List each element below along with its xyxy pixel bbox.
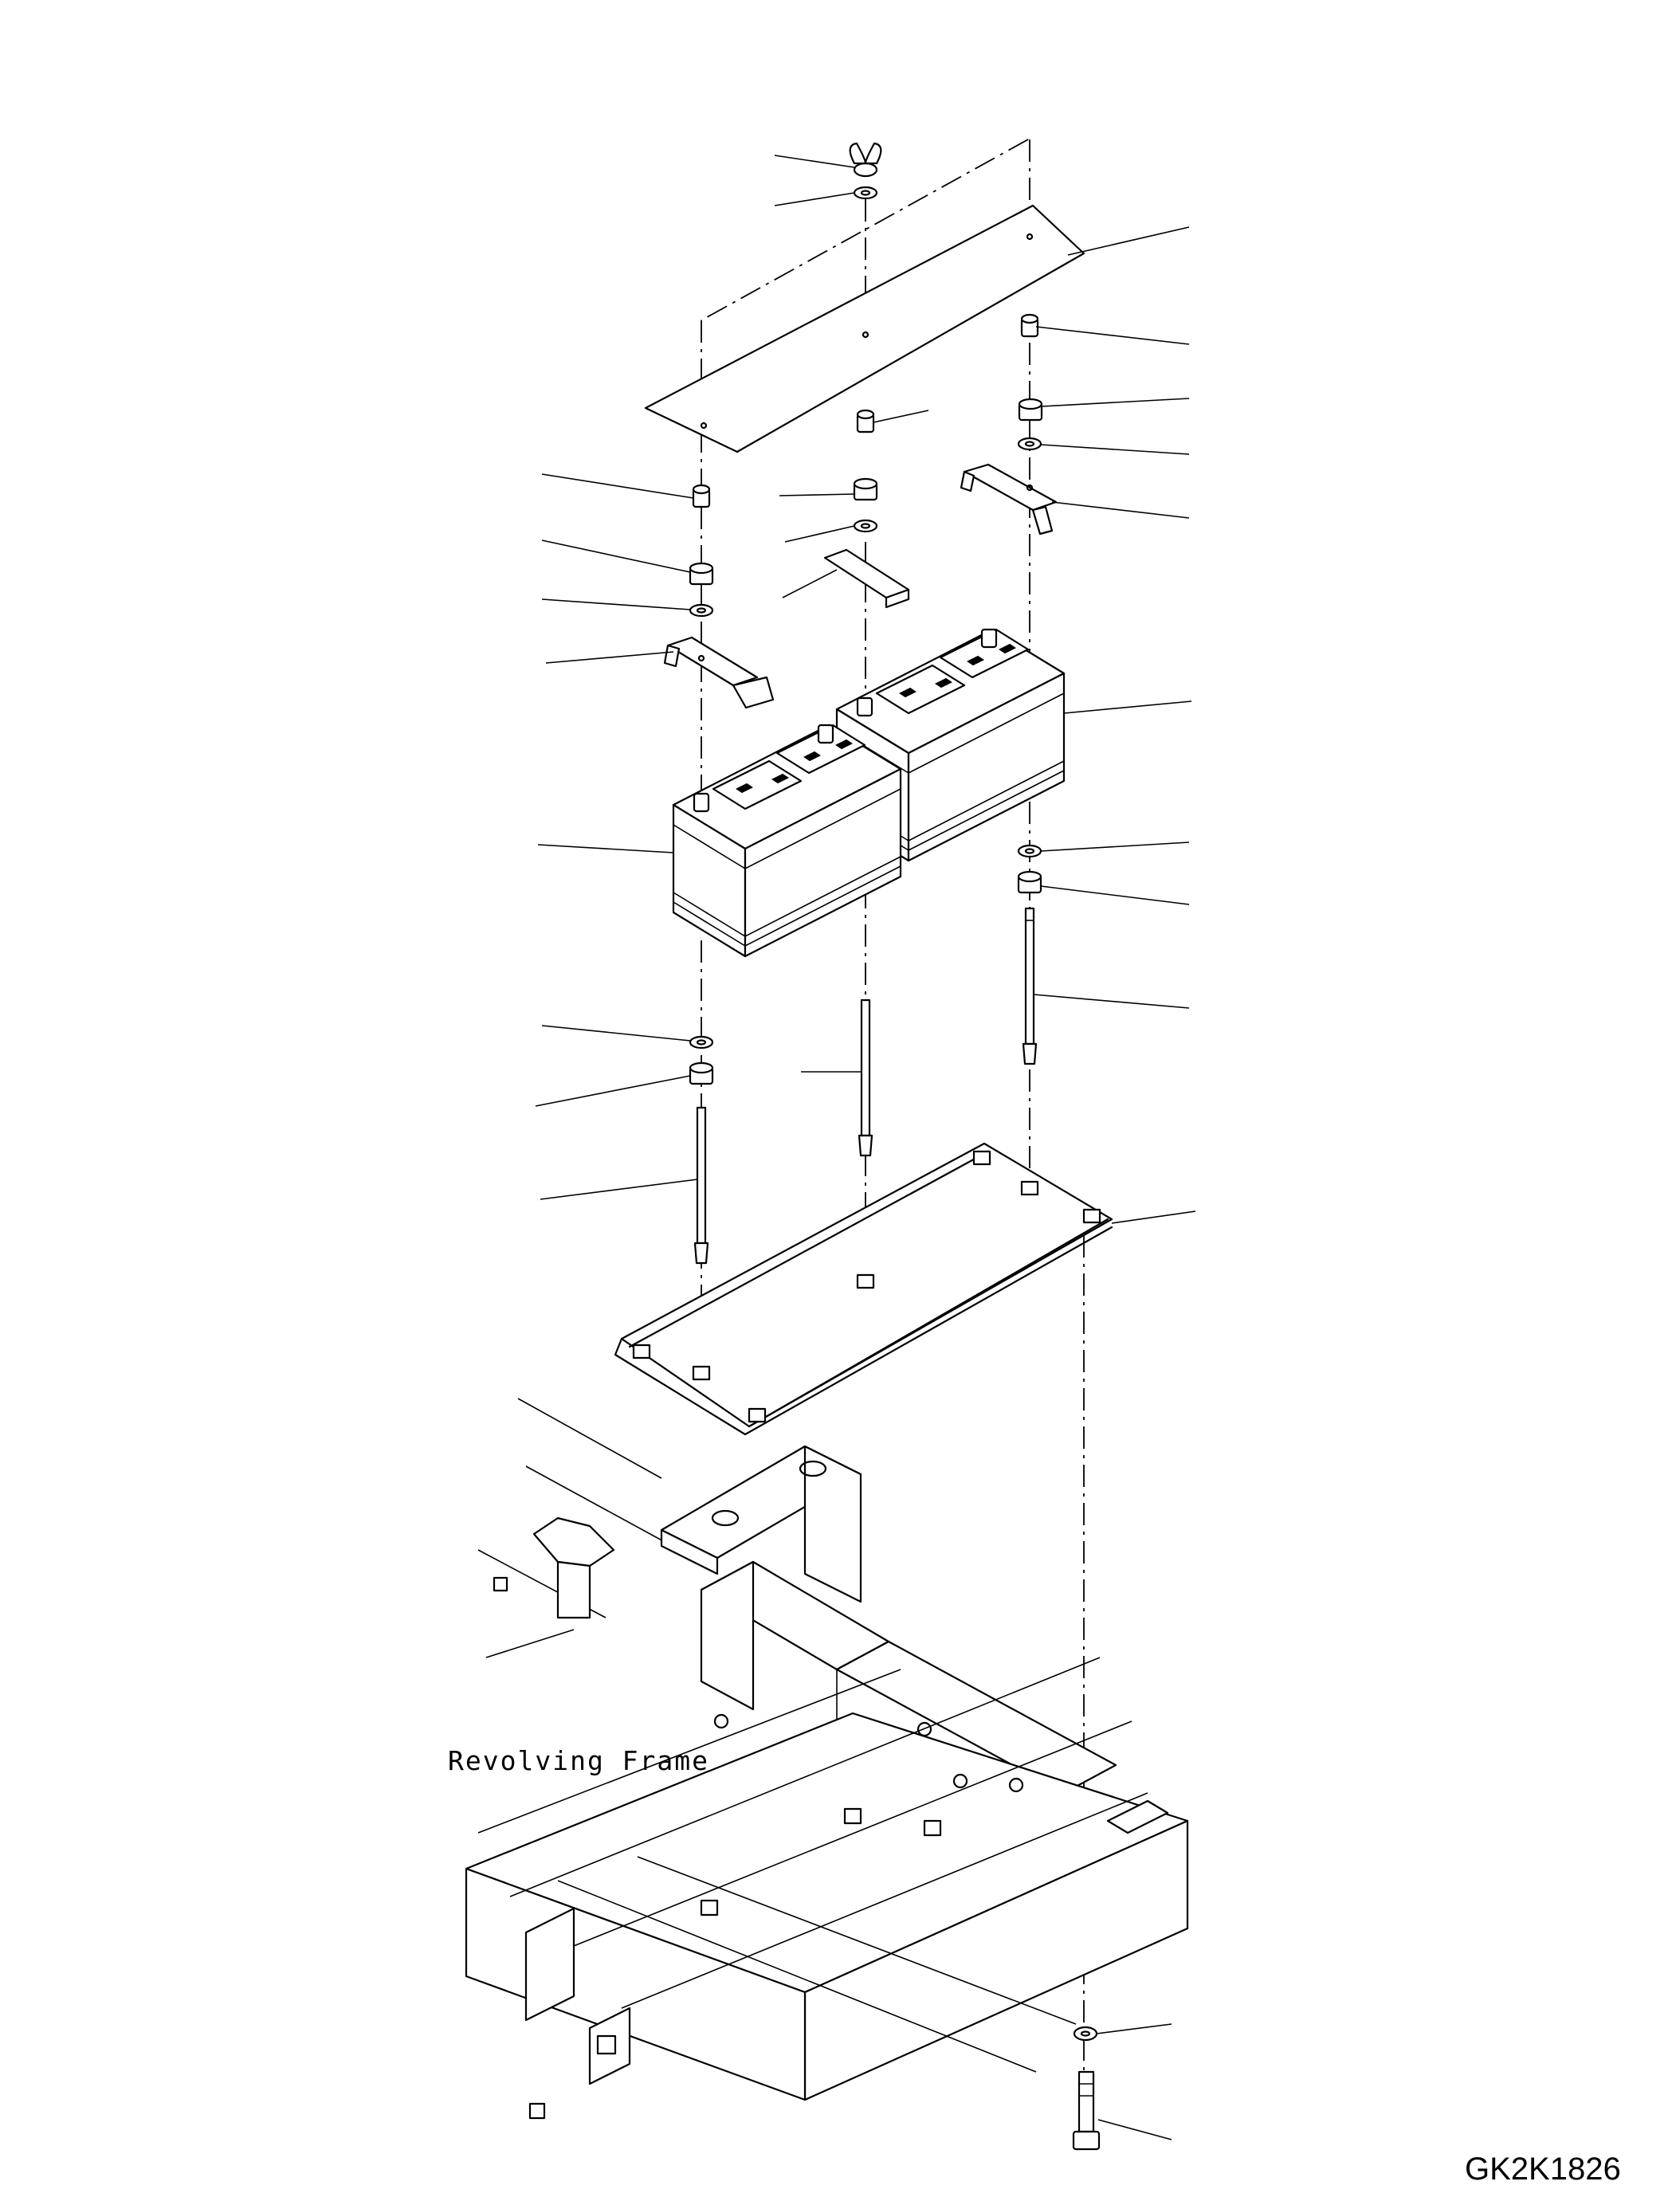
- nut-right-lower: [1017, 870, 1042, 894]
- battery-left: [672, 724, 902, 958]
- spacer-left-upper: [692, 484, 711, 508]
- revolving-frame-label: Revolving Frame: [448, 1745, 710, 1776]
- drawing-number: GK2K1826: [1465, 2152, 1621, 2187]
- leader-lines: [535, 155, 1196, 2140]
- j-bolt-right: [1022, 907, 1038, 1065]
- j-bolt-left: [693, 1106, 709, 1265]
- j-bolt-center: [858, 998, 873, 1157]
- washer-bottom: [1073, 2026, 1098, 2042]
- battery-tray: [614, 1142, 1113, 1436]
- hold-down-bracket-left: [663, 636, 775, 709]
- washer-top: [853, 186, 878, 200]
- washer-left-lower: [689, 1035, 714, 1049]
- wing-nut: [849, 142, 882, 178]
- nut-left-upper: [689, 562, 714, 586]
- battery-cover-plate: [644, 204, 1085, 453]
- revolving-frame: [465, 1398, 1189, 2120]
- center-retainer-bar: [823, 548, 910, 609]
- hold-down-bracket-right: [960, 463, 1058, 536]
- nut-left-lower: [689, 1061, 714, 1085]
- washer-right-upper: [1017, 437, 1042, 451]
- nut-center-upper: [853, 477, 878, 501]
- washer-center-upper: [853, 519, 878, 533]
- washer-left-upper: [689, 603, 714, 618]
- spacer-center-upper: [856, 409, 875, 434]
- spacer-right-upper: [1020, 313, 1039, 338]
- nut-right-upper: [1018, 398, 1043, 422]
- bolt-bottom: [1072, 2070, 1101, 2151]
- washer-right-lower: [1017, 844, 1042, 858]
